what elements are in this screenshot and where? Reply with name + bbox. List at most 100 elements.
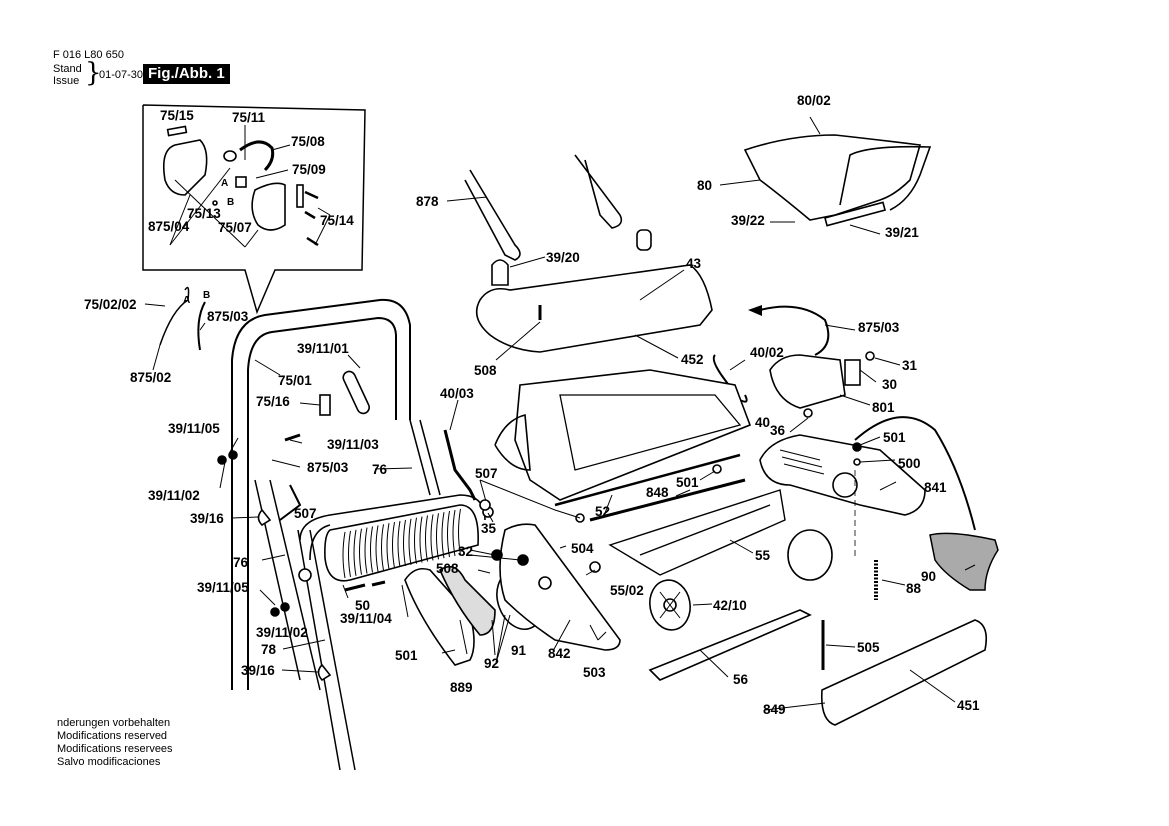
label-50: 50 [355,598,370,613]
label-75-02-02: 75/02/02 [84,297,137,312]
label-75-16: 75/16 [256,394,290,409]
label-30: 30 [882,377,897,392]
label-39-11-02-lower: 39/11/02 [256,625,308,640]
label-92: 92 [484,656,499,671]
label-36: 36 [770,423,786,438]
inset-label-75-14: 75/14 [320,213,354,228]
label-76-right: 76 [372,462,388,477]
roller-rib [436,513,439,560]
label-501-lower: 501 [395,648,418,663]
footer-line-de: nderungen vorbehalten [57,717,171,729]
label-841: 841 [924,480,947,495]
label-875-03-motor: 875/03 [858,320,900,335]
lever-40-03 [443,399,491,511]
grass-catcher [719,116,932,235]
roller-rib [441,512,445,559]
inset-label-b: B [227,197,234,208]
label-842: 842 [548,646,571,661]
label-39-20: 39/20 [546,250,580,265]
roller-rib [419,516,423,563]
label-801: 801 [872,400,895,415]
figure-badge: Fig./Abb. 1 [143,64,230,84]
main-housing [479,369,786,576]
label-875-02: 875/02 [130,370,171,385]
roller-rib [392,522,395,569]
label-55: 55 [755,548,771,563]
label-39-16-lower: 39/16 [241,663,275,678]
label-40-03: 40/03 [440,386,474,401]
label-80: 80 [697,178,712,193]
roller-rib [452,509,456,557]
label-55-02: 55/02 [610,583,644,598]
label-504: 504 [571,541,594,556]
label-848: 848 [646,485,669,500]
roller-rib [342,531,346,579]
roller-rib [353,529,357,576]
roller-rib [348,530,351,577]
roller-rib [364,527,368,574]
label-32: 32 [458,544,473,559]
label-849: 849 [763,702,786,717]
label-43: 43 [686,256,702,271]
roller-rib [458,508,461,555]
label-39-22: 39/22 [731,213,765,228]
label-507-center: 507 [475,466,498,481]
label-500: 500 [898,456,921,471]
label-78: 78 [261,642,277,657]
document-number: F 016 L80 650 [53,49,124,61]
label-42-10: 42/10 [713,598,747,613]
inset-label-a: A [221,178,228,189]
label-56: 56 [733,672,749,687]
label-508-upper: 508 [474,363,497,378]
issue-label: Issue [53,75,80,87]
label-91: 91 [511,643,527,658]
inset-label-75-08: 75/08 [291,134,325,149]
label-88: 88 [906,581,922,596]
label-503: 503 [583,665,606,680]
label-39-21: 39/21 [885,225,919,240]
roller-rib [447,511,450,558]
label-a: A [183,295,190,306]
label-501-center: 501 [676,475,699,490]
drive-assembly [401,479,621,666]
label-39-11-03: 39/11/03 [327,437,379,452]
label-40: 40 [755,415,770,430]
roller-rib [370,526,373,573]
footer-line-es: Salvo modificaciones [57,756,161,768]
roller-rib [381,524,384,571]
handle-assembly [217,298,441,771]
stand-label: Stand [53,63,82,75]
issue-date: 01-07-30 [99,69,144,81]
brace-glyph: } [85,58,102,88]
label-501-right: 501 [883,430,906,445]
label-505: 505 [857,640,880,655]
label-889: 889 [450,680,473,695]
label-75-01: 75/01 [278,373,312,388]
label-39-11-05-upper: 39/11/05 [168,421,220,436]
label-452: 452 [681,352,704,367]
label-875-03-handle: 875/03 [307,460,349,475]
roller-rib [430,514,434,561]
inset-label-75-15: 75/15 [160,108,194,123]
label-39-16-upper: 39/16 [190,511,224,526]
wheel-and-axle [648,579,988,726]
roller-rib [425,515,428,562]
footer-line-fr: Modifications reservees [57,743,173,755]
label-40-02: 40/02 [750,345,784,360]
label-39-11-02-upper: 39/11/02 [148,488,200,503]
label-b: B [203,290,210,301]
inset-label-875-04: 875/04 [148,219,190,234]
roller-rib [408,518,412,565]
label-875-03-cable: 875/03 [207,309,249,324]
roller-rib [359,528,362,575]
cable-parts [144,286,206,371]
cover-assembly [446,154,713,361]
inset-label-75-09: 75/09 [292,162,326,177]
inset-label-75-11: 75/11 [232,110,266,125]
roller-rib [414,517,417,564]
brush-roller [298,494,494,599]
label-52: 52 [595,504,610,519]
label-39-11-01: 39/11/01 [297,341,349,356]
label-76-left: 76 [233,555,249,570]
